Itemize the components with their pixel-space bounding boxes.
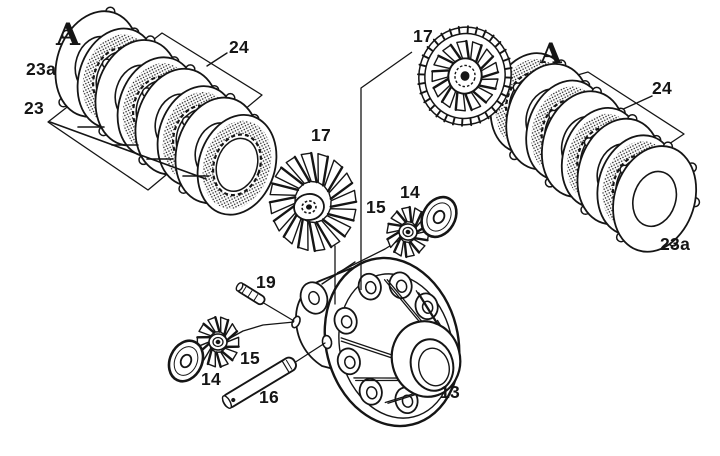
thrust-washer-14-lower: [167, 339, 205, 383]
leader-23-plates: [49, 121, 210, 180]
pinion-shaft-16: [221, 356, 297, 409]
side-gear-17-left: [268, 151, 358, 253]
pinion-gear-15-upper: [386, 205, 430, 259]
clutch-pack-left: [54, 6, 278, 216]
lock-pin-19: [235, 282, 266, 306]
thrust-washer-14-upper: [420, 195, 458, 239]
clutch-pack-right: [489, 52, 701, 253]
pinion-gear-15-lower: [196, 315, 240, 369]
side-gear-17-right: [417, 25, 513, 127]
differential-case: [291, 256, 462, 428]
